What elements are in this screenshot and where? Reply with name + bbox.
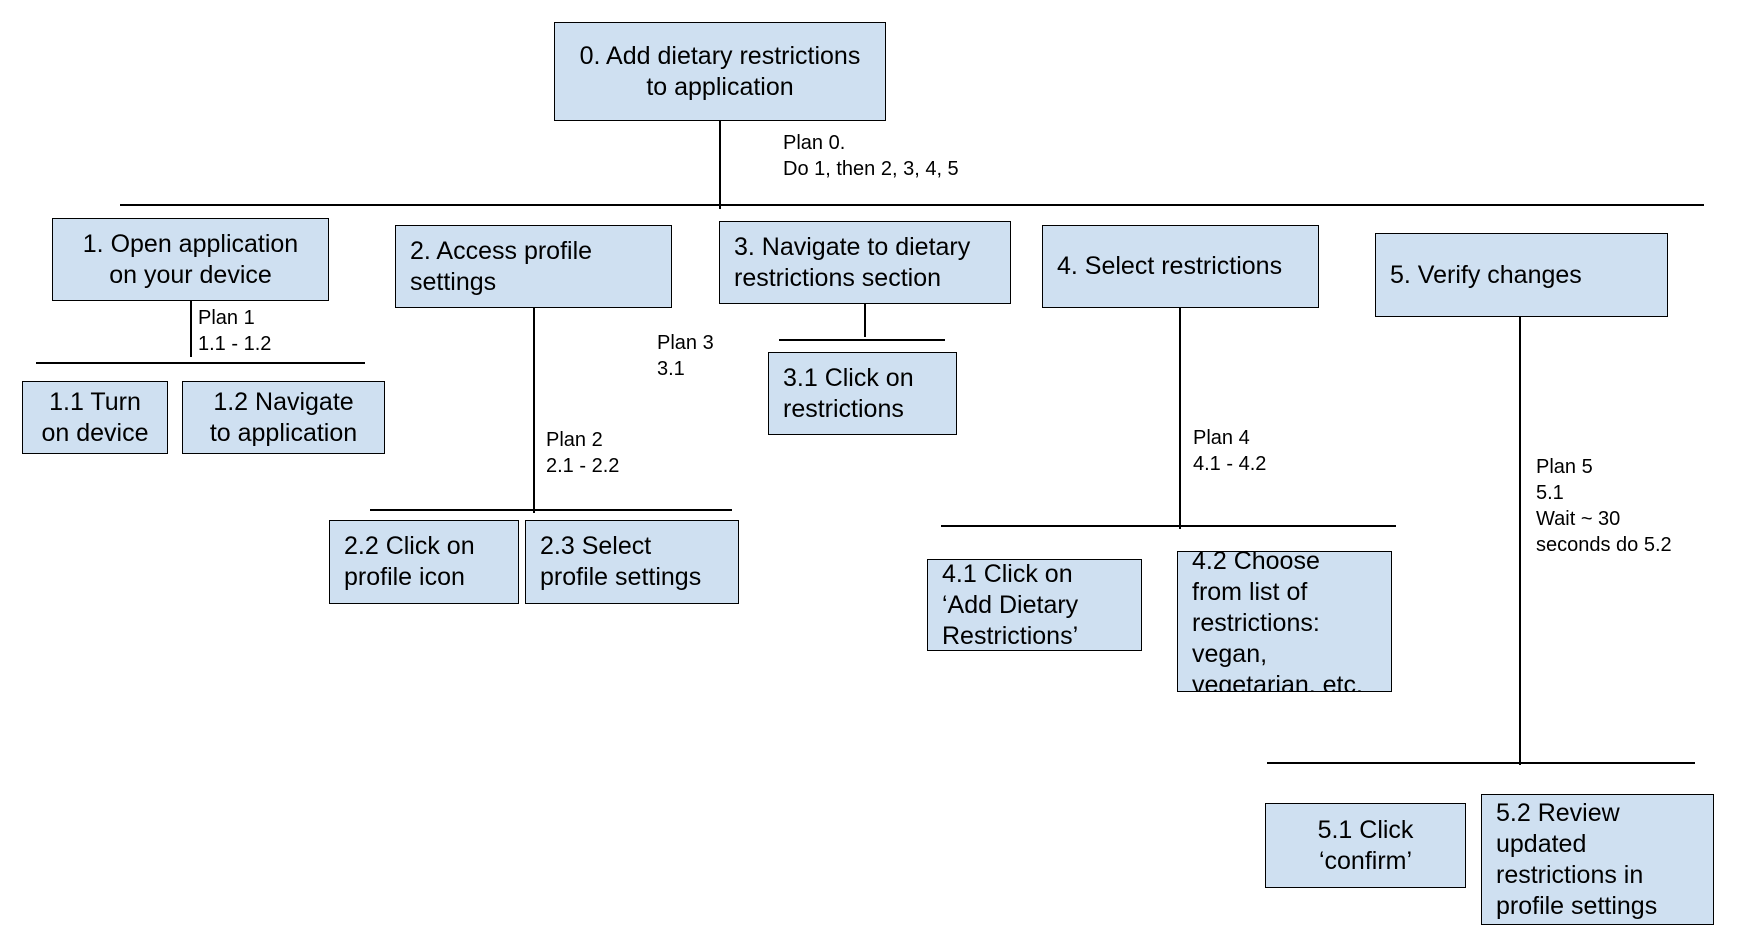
connector-task3	[864, 304, 866, 337]
connector-task4-bar	[941, 525, 1396, 527]
connector-task4	[1179, 307, 1181, 529]
task-2-label: 2. Access profile settings	[410, 236, 593, 296]
task-4-box: 4. Select restrictions	[1042, 225, 1319, 308]
task-1-label: 1. Open application on your device	[82, 229, 299, 289]
plan-5-text: Plan 5 5.1 Wait ~ 30 seconds do 5.2	[1536, 456, 1672, 556]
task-2-box: 2. Access profile settings	[395, 225, 672, 308]
connector-task2	[533, 307, 535, 513]
subtask-5-2-box: 5.2 Review updated restrictions in profi…	[1481, 794, 1714, 925]
task-0-box: 0. Add dietary restrictions to applicati…	[554, 22, 886, 121]
plan-0-text: Plan 0. Do 1, then 2, 3, 4, 5	[783, 132, 959, 180]
connector-task5	[1519, 316, 1521, 765]
subtask-5-1-label: 5.1 Click ‘confirm’	[1317, 815, 1414, 875]
connector-task5-bar	[1267, 762, 1695, 764]
task-5-box: 5. Verify changes	[1375, 233, 1668, 317]
plan-1-text: Plan 1 1.1 - 1.2	[198, 307, 272, 355]
subtask-2-3-label: 2.3 Select profile settings	[540, 532, 702, 591]
connector-root	[719, 121, 721, 209]
subtask-1-1-box: 1.1 Turn on device	[22, 381, 168, 454]
subtask-4-2-label: 4.2 Choose from list of restrictions: ve…	[1192, 551, 1363, 692]
plan-3-text: Plan 3 3.1	[657, 332, 714, 380]
task-3-label: 3. Navigate to dietary restrictions sect…	[734, 232, 971, 292]
task-0-label: 0. Add dietary restrictions to applicati…	[579, 41, 861, 101]
subtask-3-1-label: 3.1 Click on restrictions	[783, 363, 914, 423]
connector-task3-bar	[779, 339, 945, 341]
subtask-5-2-label: 5.2 Review updated restrictions in profi…	[1496, 798, 1658, 920]
connector-task2-bar	[370, 509, 732, 511]
subtask-5-1-box: 5.1 Click ‘confirm’	[1265, 803, 1466, 888]
subtask-1-2-box: 1.2 Navigate to application	[182, 381, 385, 454]
subtask-3-1-box: 3.1 Click on restrictions	[768, 352, 957, 435]
task-5-label: 5. Verify changes	[1390, 260, 1582, 289]
task-1-box: 1. Open application on your device	[52, 218, 329, 301]
subtask-2-3-box: 2.3 Select profile settings	[525, 520, 739, 604]
subtask-4-1-label: 4.1 Click on ‘Add Dietary Restrictions’	[942, 559, 1079, 650]
connector-task1	[190, 301, 192, 357]
plan-2-text: Plan 2 2.1 - 2.2	[546, 429, 620, 477]
subtask-1-2-label: 1.2 Navigate to application	[209, 387, 358, 447]
subtask-2-2-box: 2.2 Click on profile icon	[329, 520, 519, 604]
subtask-4-1-box: 4.1 Click on ‘Add Dietary Restrictions’	[927, 559, 1142, 651]
subtask-1-1-label: 1.1 Turn on device	[41, 387, 149, 447]
connector-task1-bar	[36, 362, 365, 364]
task-3-box: 3. Navigate to dietary restrictions sect…	[719, 221, 1011, 304]
plan-4-text: Plan 4 4.1 - 4.2	[1193, 427, 1267, 475]
subtask-2-2-label: 2.2 Click on profile icon	[344, 532, 475, 591]
connector-level1-bar	[120, 204, 1704, 206]
subtask-4-2-box: 4.2 Choose from list of restrictions: ve…	[1177, 551, 1392, 692]
task-4-label: 4. Select restrictions	[1057, 252, 1283, 280]
